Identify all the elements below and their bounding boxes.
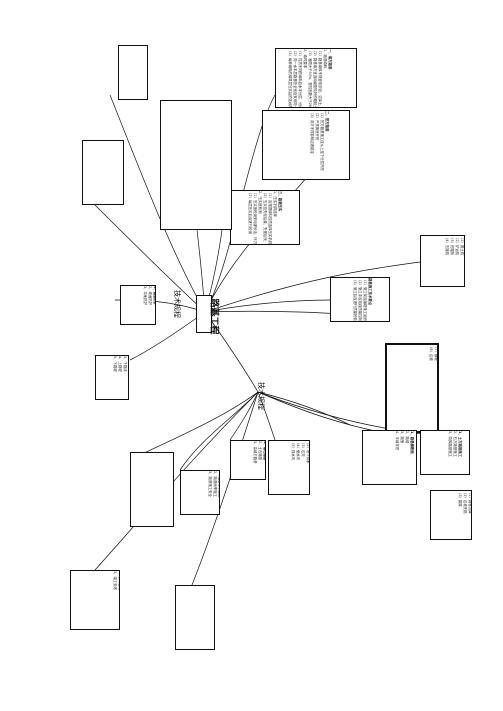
- node-text-line: 3、高填方路基: [253, 441, 257, 464]
- node-text-line: （1）应根据填料性质选择压实机具: [268, 191, 272, 245]
- node-text-line: 3、竣工验收: [113, 571, 117, 591]
- node-text-line: （2）铲运机: [455, 236, 459, 256]
- node-text-line: 路基施工技术要点: [368, 278, 372, 306]
- connector-n11: [257, 391, 351, 426]
- node-text-line: 1、土方路基施工: [458, 431, 462, 458]
- topic-node[interactable]: 路基施工技术要点（1）施工前应编制施工组织设计（2）施工中应加强质量控制（3）施…: [330, 277, 390, 322]
- topic-node[interactable]: 1、临时排水设施2、应与永久排水设施相结合3、排水沟应顺畅: [82, 140, 124, 205]
- node-text-line: 3、冲刷防护: [143, 286, 147, 306]
- node-text-line: （2）压实应先轻后重、先慢后快、先静压后振动: [263, 191, 267, 245]
- node-text-line: 2、土石路基: [258, 441, 262, 461]
- topic-node[interactable]: 1、路基试验段2、试验段长度不宜小于200m3、确定压实参数: [175, 585, 215, 650]
- node-text-line: 1、填石路基: [263, 441, 266, 461]
- node-text-line: 2、上路床: [127, 356, 128, 397]
- connector-n10: [204, 261, 421, 313]
- connector-n18: [94, 391, 259, 571]
- node-text-line: 路基施工机械: [464, 236, 465, 284]
- topic-node[interactable]: 四、特殊路基1、软土地区路基（1）应进行地基处理（2）采用换填、排水固结等方法2…: [160, 100, 232, 230]
- topic-node[interactable]: 1、路基施工前应做好准备工作2、应恢复定线、复测3、清除表土: [118, 45, 148, 100]
- node-text-line: （2）同一水平层路基的全宽应采用同一种填料: [293, 49, 297, 108]
- topic-node[interactable]: 路基工程常见问题（1）路基沉降（2）边坡失稳（3）翻浆: [430, 490, 472, 540]
- node-text-line: （1）路基沉降: [468, 491, 472, 514]
- node-text-line: 1、压实机具选择: [273, 191, 277, 217]
- node-text-line: 2、资料整理: [118, 571, 120, 591]
- node-text-line: （5）排水沟: [291, 441, 295, 461]
- connector-n12: [257, 391, 396, 436]
- node-text-line: 3、特殊路基施工: [448, 431, 452, 457]
- node-text-line: （3）弃方不得影响边坡稳定: [310, 111, 314, 154]
- node-text-line: （2）地下排水: [306, 441, 310, 464]
- node-text-line: （3）边沟: [301, 441, 305, 457]
- node-text-line: 1、路基填料: [323, 49, 327, 69]
- node-text-line: 二、挖方路基: [325, 111, 329, 132]
- node-text-line: 2、路基雨季施工: [213, 471, 217, 497]
- node-text-line: （1）性质不同的填料应水平分层、分段填筑、分层压实: [298, 49, 302, 108]
- center-topic[interactable]: 路基工程: [196, 295, 219, 335]
- node-text-line: 5、下路堤: [113, 356, 117, 372]
- center-topic-label: 路基工程: [208, 298, 219, 335]
- connector-n14: [229, 391, 259, 441]
- node-text-line: （7）横坡: [434, 345, 438, 361]
- topic-node-highlighted[interactable]: 路基质量检验（1）压实度（2）弯沉值（3）纵断高程（4）中线偏位（5）宽度（6）…: [385, 343, 439, 433]
- node-text-line: 1、路基防护: [153, 286, 156, 306]
- node-text-line: 一、填方路基: [328, 49, 332, 70]
- connector-n6: [94, 204, 206, 313]
- node-text-line: 3、下路床: [123, 356, 127, 372]
- node-text-line: （2）路基填方宜选用级配较好的粗粒土作为填料: [313, 49, 317, 108]
- node-text-line: （1）施工前应编制施工组织设计: [363, 278, 367, 322]
- node-text-line: （8）边坡: [429, 345, 433, 361]
- node-text-line: 1、路基横断面: [410, 431, 414, 454]
- node-text-line: （3）每种填料的填筑层压实后的连续厚度不宜小于500mm: [288, 49, 292, 108]
- connector-n8: [204, 299, 331, 313]
- connector-n13: [257, 391, 276, 441]
- node-text-line: （6）平整度: [438, 345, 439, 431]
- node-text-line: （2）施工中应加强质量控制: [358, 278, 362, 321]
- connector-n5: [109, 94, 206, 313]
- connector-n17: [189, 391, 259, 591]
- topic-node[interactable]: 二、挖方路基（1）挖方路基施工应从上至下分层开挖（2）严禁掏底开挖（3）弃方不得…: [262, 110, 350, 180]
- topic-node[interactable]: 路基施工质量控制（1）原材料控制（2）施工工艺控制（3）检测频率控制: [130, 452, 174, 527]
- node-text-line: 三、路基压实: [278, 191, 282, 212]
- node-text-line: （4）截水沟: [296, 441, 300, 461]
- node-text-line: （1）路基填料不得使用淤泥、沼泽土、冻土、有机土: [318, 49, 322, 108]
- node-text-line: （2）边坡失稳: [463, 491, 467, 514]
- topic-node[interactable]: 路基排水（1）地面排水（2）地下排水（3）边沟（4）截水沟（5）排水沟: [268, 440, 310, 495]
- branch-label-2[interactable]: 技术规程: [257, 382, 265, 410]
- node-text-line: （3）施工后应进行质量检验: [353, 278, 357, 321]
- node-text-line: （3）液限大于50%、塑性指数大于26的细粒土不得直接作为填料: [308, 49, 312, 108]
- node-text-line: 3、路堑: [400, 431, 404, 444]
- branch-label-1[interactable]: 技术规程: [173, 290, 181, 318]
- node-text-line: （1）压实度检测采用灌砂法、环刀法: [253, 191, 257, 245]
- node-text-line: 2、路堤: [405, 431, 409, 444]
- node-text-line: 4、上路堤: [118, 356, 122, 372]
- node-text-line: 2、坡面防护: [148, 286, 152, 306]
- node-text-line: 2、石方路基施工: [453, 431, 457, 457]
- topic-node[interactable]: 路基施工机械（1）推土机（2）铲运机（3）挖掘机（4）压路机: [420, 235, 465, 287]
- node-text-line: （4）压路机: [445, 236, 449, 256]
- node-text-line: 3、路基施工安全: [208, 471, 212, 497]
- node-text-line: （3）挖掘机: [450, 236, 454, 256]
- node-text-line: （1）推土机: [460, 236, 464, 256]
- node-text-line: 1、路基冬季施工: [218, 471, 220, 498]
- node-text-line: （1）挖方路基施工应从上至下分层开挖: [320, 111, 324, 171]
- node-text-line: （3）翻浆: [458, 491, 462, 507]
- node-text-line: 4、半填半挖: [395, 431, 399, 451]
